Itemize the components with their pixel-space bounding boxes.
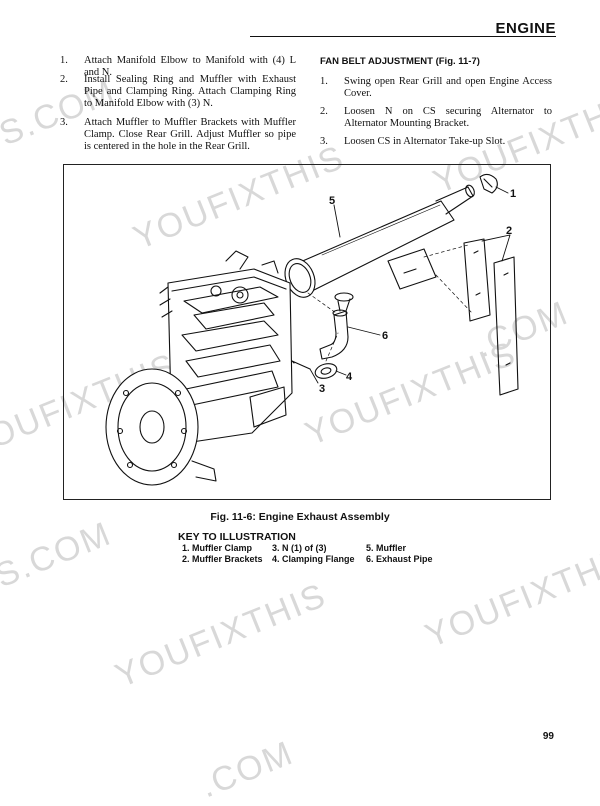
- leader-line-6: [347, 326, 381, 336]
- callout-6: 6: [382, 330, 389, 342]
- step-number: 1.: [320, 76, 328, 87]
- callout-5: 5: [329, 195, 336, 207]
- leader-line-1: [495, 186, 509, 194]
- procedure-step: 1. Swing open Rear Grill and open Engine…: [320, 76, 552, 102]
- procedure-step: 2. Install Sealing Ring and Muffler with…: [60, 74, 296, 112]
- muffler-clamp-drawing: [479, 173, 498, 194]
- callout-4: 4: [346, 371, 353, 383]
- step-number: 1.: [60, 55, 68, 66]
- leader-line-4: [335, 370, 347, 376]
- engine-drawing: [105, 250, 293, 486]
- step-number: 2.: [320, 106, 328, 117]
- key-item: 6. Exhaust Pipe: [366, 554, 433, 564]
- header-rule: [250, 36, 556, 37]
- step-number: 3.: [320, 136, 328, 147]
- leader-line-5: [333, 204, 341, 238]
- step-text: Loosen CS in Alternator Take-up Slot.: [344, 136, 506, 147]
- callout-1: 1: [510, 188, 517, 200]
- bolt-drawing: [289, 358, 311, 370]
- clamping-flange-drawing: [314, 363, 338, 379]
- assembly-dash-lines: [307, 244, 473, 362]
- exhaust-assembly-illustration: [105, 173, 519, 486]
- key-item: 3. N (1) of (3): [272, 543, 327, 553]
- leader-line-3: [309, 368, 319, 384]
- key-title: KEY TO ILLUSTRATION: [178, 531, 296, 543]
- key-item: 5. Muffler: [366, 543, 407, 553]
- step-text: Attach Muffler to Muffler Brackets with …: [84, 117, 296, 152]
- exhaust-pipe-drawing: [319, 292, 354, 360]
- section-header-title: ENGINE: [495, 20, 556, 37]
- procedure-step: 3. Attach Muffler to Muffler Brackets wi…: [60, 117, 296, 155]
- page-number: 99: [542, 731, 554, 742]
- key-item: 2. Muffler Brackets: [182, 554, 263, 564]
- watermark-text: YOUFIXTHIS: [110, 576, 332, 696]
- watermark-text: S.COM: [0, 514, 117, 596]
- callout-2: 2: [506, 225, 513, 237]
- watermark-text: YOUFIXTHIS: [420, 536, 600, 656]
- step-number: 2.: [60, 74, 68, 85]
- section-title-fan-belt: FAN BELT ADJUSTMENT (Fig. 11-7): [320, 56, 480, 67]
- procedure-step: 2. Loosen N on CS securing Alternator to…: [320, 106, 552, 132]
- procedure-step: 1. Attach Manifold Elbow to Manifold wit…: [60, 55, 296, 78]
- figure-caption: Fig. 11-6: Engine Exhaust Assembly: [210, 511, 390, 523]
- key-item: 1. Muffler Clamp: [182, 543, 253, 553]
- callout-3: 3: [319, 383, 326, 395]
- figure-frame: 1 2 3 4 5 6: [63, 164, 551, 500]
- step-text: Install Sealing Ring and Muffler with Ex…: [84, 74, 296, 109]
- procedure-step: 3. Loosen CS in Alternator Take-up Slot.: [320, 136, 552, 150]
- muffler-brackets-drawing: [387, 238, 519, 396]
- muffler-drawing: [284, 184, 475, 298]
- step-number: 3.: [60, 117, 68, 128]
- step-text: Attach Manifold Elbow to Manifold with (…: [84, 55, 296, 78]
- leader-line-2: [481, 234, 511, 262]
- key-item: 4. Clamping Flange: [272, 554, 355, 564]
- watermark-text: .COM: [195, 733, 299, 806]
- step-text: Swing open Rear Grill and open Engine Ac…: [344, 76, 552, 99]
- step-text: Loosen N on CS securing Alternator to Al…: [344, 106, 552, 129]
